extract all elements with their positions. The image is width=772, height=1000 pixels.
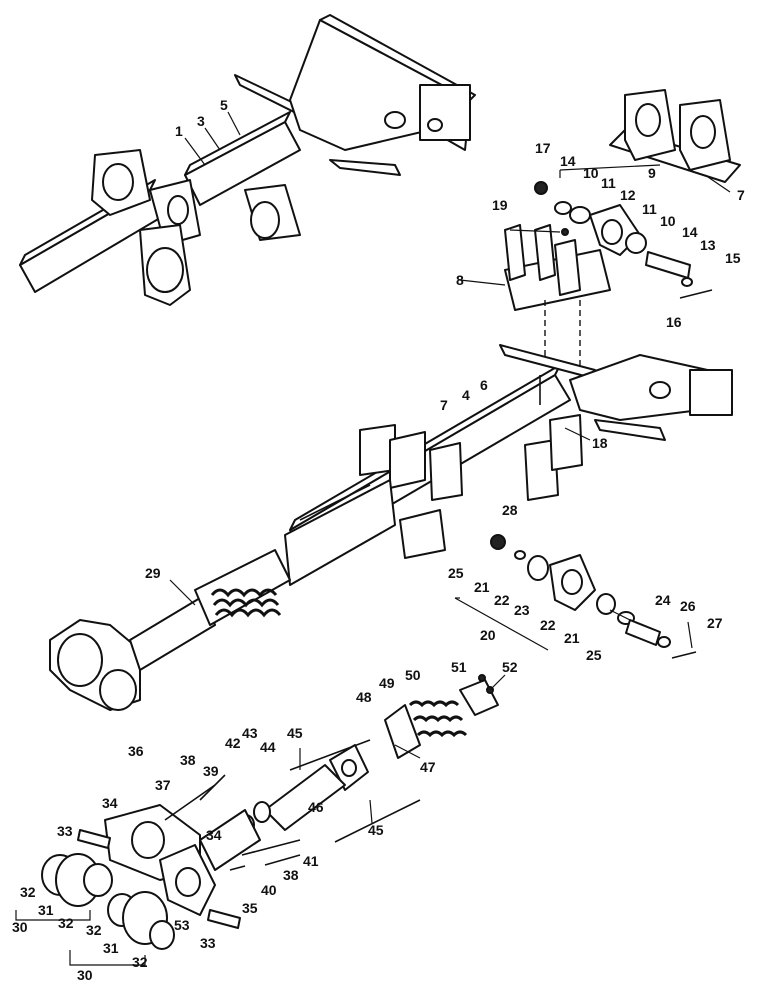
callout-44: 44 — [260, 739, 276, 755]
callout-27: 27 — [707, 615, 723, 631]
callout-14b: 14 — [682, 224, 698, 240]
callout-33b: 33 — [200, 935, 216, 951]
callout-1: 1 — [175, 123, 183, 139]
callout-labels: 1 3 5 7 17 14 9 10 11 12 11 10 14 13 15 … — [12, 97, 745, 983]
callout-32d: 32 — [132, 954, 148, 970]
callout-10b: 10 — [660, 213, 676, 229]
callout-53: 53 — [174, 917, 190, 933]
callout-46: 46 — [308, 799, 324, 815]
leader-lines — [169, 111, 731, 824]
callout-30b: 30 — [77, 967, 93, 983]
callout-48: 48 — [356, 689, 372, 705]
part-29-shaft-assembly — [49, 549, 291, 711]
callout-51: 51 — [451, 659, 467, 675]
callout-7b: 7 — [440, 397, 448, 413]
part-8-mount-bracket — [504, 224, 611, 370]
callout-11b: 11 — [642, 201, 657, 217]
callout-23: 23 — [514, 602, 530, 618]
callout-17: 17 — [535, 140, 551, 156]
callout-45a: 45 — [287, 725, 303, 741]
part-7-bracket — [609, 89, 741, 183]
callout-38a: 38 — [180, 752, 196, 768]
callout-32b: 32 — [58, 915, 74, 931]
callout-36: 36 — [128, 743, 144, 759]
callout-40: 40 — [261, 882, 277, 898]
callout-10a: 10 — [583, 165, 599, 181]
middle-frame-assembly — [284, 344, 733, 586]
callout-32c: 32 — [86, 922, 102, 938]
callout-38b: 38 — [283, 867, 299, 883]
callout-7: 7 — [737, 187, 745, 203]
callout-32a: 32 — [20, 884, 36, 900]
bushing-hardware-20-28 — [454, 534, 697, 659]
callout-25b: 25 — [586, 647, 602, 663]
callout-28: 28 — [502, 502, 518, 518]
callout-18: 18 — [592, 435, 608, 451]
callout-13: 13 — [700, 237, 716, 253]
callout-9: 9 — [648, 165, 656, 181]
callout-47: 47 — [420, 759, 436, 775]
callout-6: 6 — [480, 377, 488, 393]
callout-42: 42 — [225, 735, 241, 751]
callout-22b: 22 — [540, 617, 556, 633]
callout-25a: 25 — [448, 565, 464, 581]
callout-21a: 21 — [474, 579, 490, 595]
callout-22a: 22 — [494, 592, 510, 608]
callout-49: 49 — [379, 675, 395, 691]
callout-24: 24 — [655, 592, 671, 608]
callout-21b: 21 — [564, 630, 580, 646]
callout-11a: 11 — [601, 175, 616, 191]
callout-43: 43 — [242, 725, 258, 741]
callout-39: 39 — [203, 763, 219, 779]
callout-15: 15 — [725, 250, 741, 266]
callout-35: 35 — [242, 900, 258, 916]
bushing-hardware-9-17 — [534, 164, 713, 299]
callout-30a: 30 — [12, 919, 28, 935]
callout-12: 12 — [620, 187, 636, 203]
callout-14a: 14 — [560, 153, 576, 169]
callout-33a: 33 — [57, 823, 73, 839]
callout-45b: 45 — [368, 822, 384, 838]
callout-52: 52 — [502, 659, 518, 675]
callout-29: 29 — [145, 565, 161, 581]
callout-41: 41 — [303, 853, 319, 869]
callout-4: 4 — [462, 387, 470, 403]
callout-31b: 31 — [103, 940, 119, 956]
callout-19: 19 — [492, 197, 508, 213]
bottom-spring-assembly — [15, 674, 499, 966]
callout-5: 5 — [220, 97, 228, 113]
top-axle-assembly — [19, 14, 476, 306]
callout-26: 26 — [680, 598, 696, 614]
callout-34b: 34 — [206, 827, 222, 843]
callout-34a: 34 — [102, 795, 118, 811]
callout-37: 37 — [155, 777, 171, 793]
callout-31a: 31 — [38, 902, 54, 918]
callout-3: 3 — [197, 113, 205, 129]
callout-16: 16 — [666, 314, 682, 330]
callout-50: 50 — [405, 667, 421, 683]
callout-20: 20 — [480, 627, 496, 643]
callout-8: 8 — [456, 272, 464, 288]
